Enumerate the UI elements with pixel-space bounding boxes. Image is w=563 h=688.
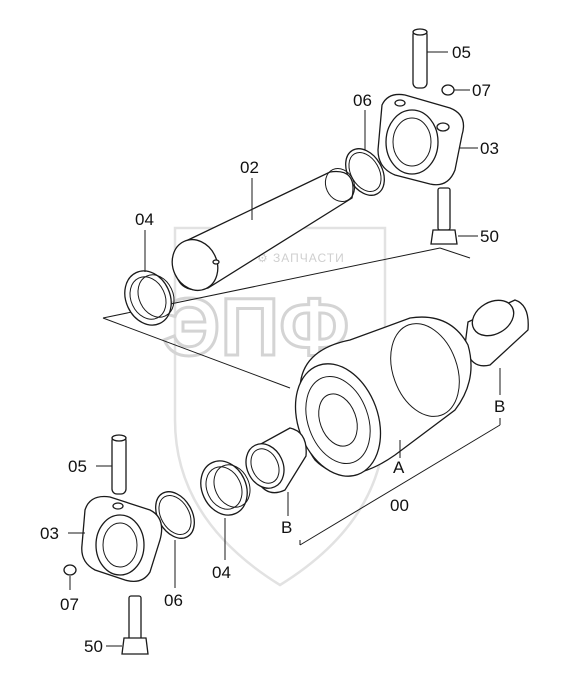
- callout-50-bottom: 50: [84, 637, 103, 656]
- bushing-b-left: [245, 427, 307, 516]
- callout-50-top: 50: [480, 227, 499, 246]
- callout-05-bottom: 05: [68, 457, 87, 476]
- pin-05-top: [412, 28, 448, 89]
- callout-00: 00: [390, 496, 409, 515]
- callout-04-top: 04: [135, 210, 154, 229]
- callout-03-top: 03: [480, 139, 499, 158]
- callout-b-left: B: [281, 518, 292, 537]
- shaft-02: [171, 167, 356, 291]
- callout-06-bottom: 06: [164, 591, 183, 610]
- bolt-50-top: [430, 187, 478, 245]
- callout-03-bottom: 03: [40, 524, 59, 543]
- roller-body-00: [294, 316, 472, 477]
- callout-05-top: 05: [452, 43, 471, 62]
- bushing-b-right: [464, 299, 529, 395]
- bolt-50-bottom: [106, 595, 149, 655]
- o-ring-06-bottom: [155, 491, 195, 588]
- callout-a: A: [393, 458, 405, 477]
- seal-04-bottom: [200, 460, 251, 560]
- seal-04-top: [124, 230, 175, 326]
- pin-05-bottom: [96, 434, 127, 495]
- collar-03-top: [377, 93, 478, 186]
- assembly-bracket-lower: [299, 418, 501, 546]
- callout-04-bottom: 04: [212, 563, 231, 582]
- callout-b-right: B: [494, 397, 505, 416]
- collar-03-bottom: [68, 495, 163, 583]
- callout-02: 02: [240, 158, 259, 177]
- callout-07-bottom: 07: [60, 595, 79, 614]
- callout-07-top: 07: [472, 81, 491, 100]
- callout-06-top: 06: [353, 91, 372, 110]
- screw-07-bottom: [63, 564, 77, 590]
- screw-07-top: [441, 84, 470, 96]
